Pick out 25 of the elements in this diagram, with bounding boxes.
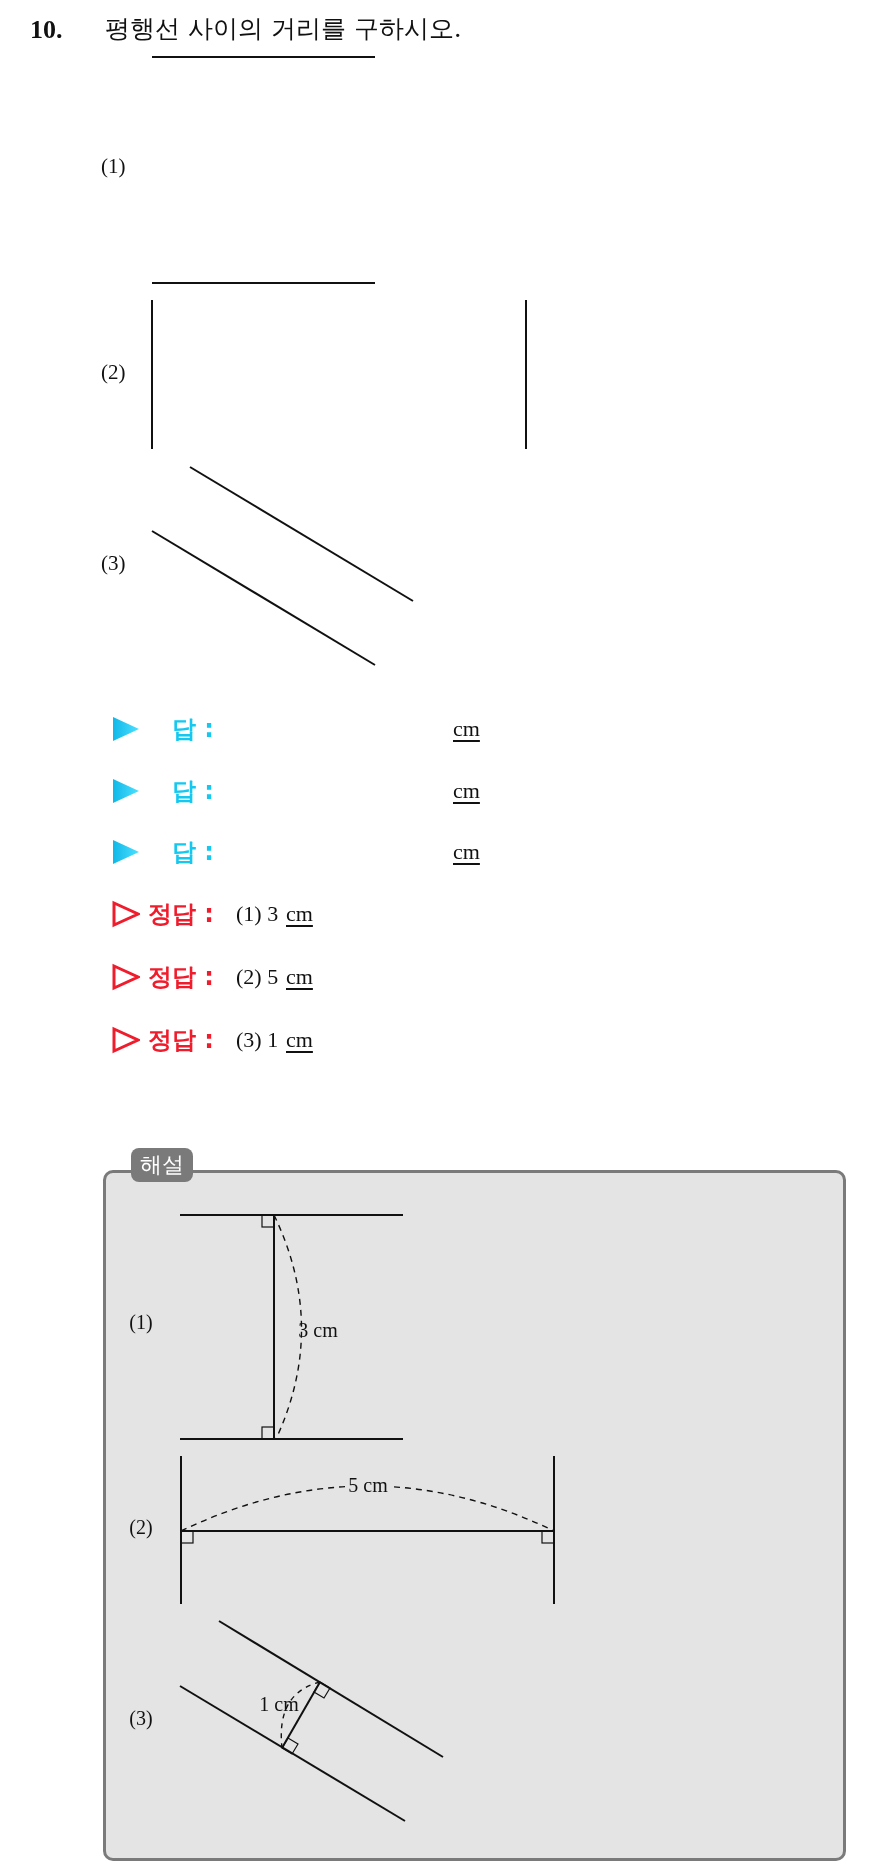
answer-value: (3) 1 — [236, 1029, 279, 1051]
unit-label: cm — [453, 780, 480, 802]
problem-number: (3) — [101, 552, 126, 574]
unit-label: cm — [453, 718, 480, 740]
unit-label: cm — [286, 903, 313, 925]
answer-prompt: 답 : — [172, 779, 214, 803]
correct-answer-prompt: 정답 : — [148, 1028, 214, 1052]
section-tab: 해설 — [131, 1148, 193, 1182]
correct-answer-prompt: 정답 : — [148, 902, 214, 926]
question-number: 10. — [30, 17, 63, 43]
problem-number: (2) — [128, 1516, 154, 1538]
unit-label: cm — [453, 841, 480, 863]
problem-number: (3) — [128, 1707, 154, 1729]
answer-value: (2) 5 — [236, 966, 279, 988]
problem-number: (2) — [101, 361, 126, 383]
distance-label: 1 cm — [258, 1693, 300, 1715]
question-text: 평행선 사이의 거리를 구하시오. — [105, 13, 462, 45]
unit-label: cm — [286, 1029, 313, 1051]
problem-number: (1) — [101, 155, 126, 177]
unit-label: cm — [286, 966, 313, 988]
problem-number: (1) — [128, 1311, 154, 1333]
answer-prompt: 답 : — [172, 840, 214, 864]
answer-value: (1) 3 — [236, 903, 279, 925]
answer-prompt: 답 : — [172, 717, 214, 741]
correct-answer-prompt: 정답 : — [148, 965, 214, 989]
